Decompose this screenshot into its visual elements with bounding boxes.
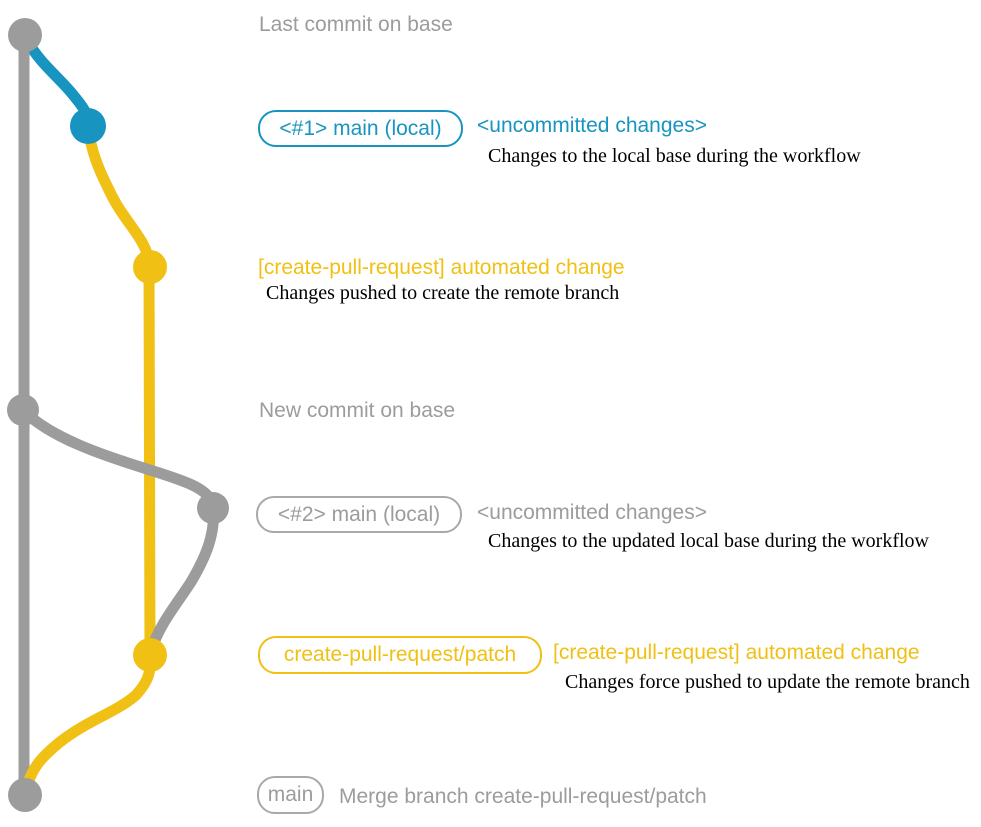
label-automated-change-2: [create-pull-request] automated change	[553, 641, 920, 664]
caption-automated-change-2: Changes force pushed to update the remot…	[565, 671, 970, 693]
commit-node-local-main-2	[197, 492, 229, 524]
branch-line-merge	[20, 649, 156, 798]
label-uncommitted-changes-2: <uncommitted changes>	[477, 501, 707, 524]
badge-create-pull-request-patch: create-pull-request/patch	[258, 636, 542, 674]
branch-line-uncommitted-2	[17, 404, 219, 654]
caption-uncommitted-changes-1: Changes to the local base during the wor…	[488, 145, 861, 167]
label-uncommitted-changes-1: <uncommitted changes>	[477, 114, 707, 137]
commit-node-automated-1	[133, 250, 167, 284]
branch-line-create-pull-request	[82, 120, 156, 661]
badge-main: main	[257, 776, 324, 814]
commit-node-last-base	[8, 18, 42, 52]
commit-node-new-base	[7, 394, 39, 426]
commit-node-local-main-1	[70, 108, 106, 144]
badge-local-main-1: <#1> main (local)	[258, 110, 463, 147]
commit-node-merge	[8, 778, 42, 812]
label-new-commit-on-base: New commit on base	[259, 399, 456, 422]
badge-local-main-2: <#2> main (local)	[256, 496, 462, 533]
label-last-commit-on-base: Last commit on base	[259, 13, 453, 36]
commit-node-automated-2	[133, 638, 167, 672]
caption-automated-change-1: Changes pushed to create the remote bran…	[266, 282, 620, 304]
git-graph	[7, 18, 229, 812]
label-automated-change-1: [create-pull-request] automated change	[258, 256, 625, 279]
label-merge-branch: Merge branch create-pull-request/patch	[339, 785, 707, 808]
caption-uncommitted-changes-2: Changes to the updated local base during…	[488, 530, 929, 552]
